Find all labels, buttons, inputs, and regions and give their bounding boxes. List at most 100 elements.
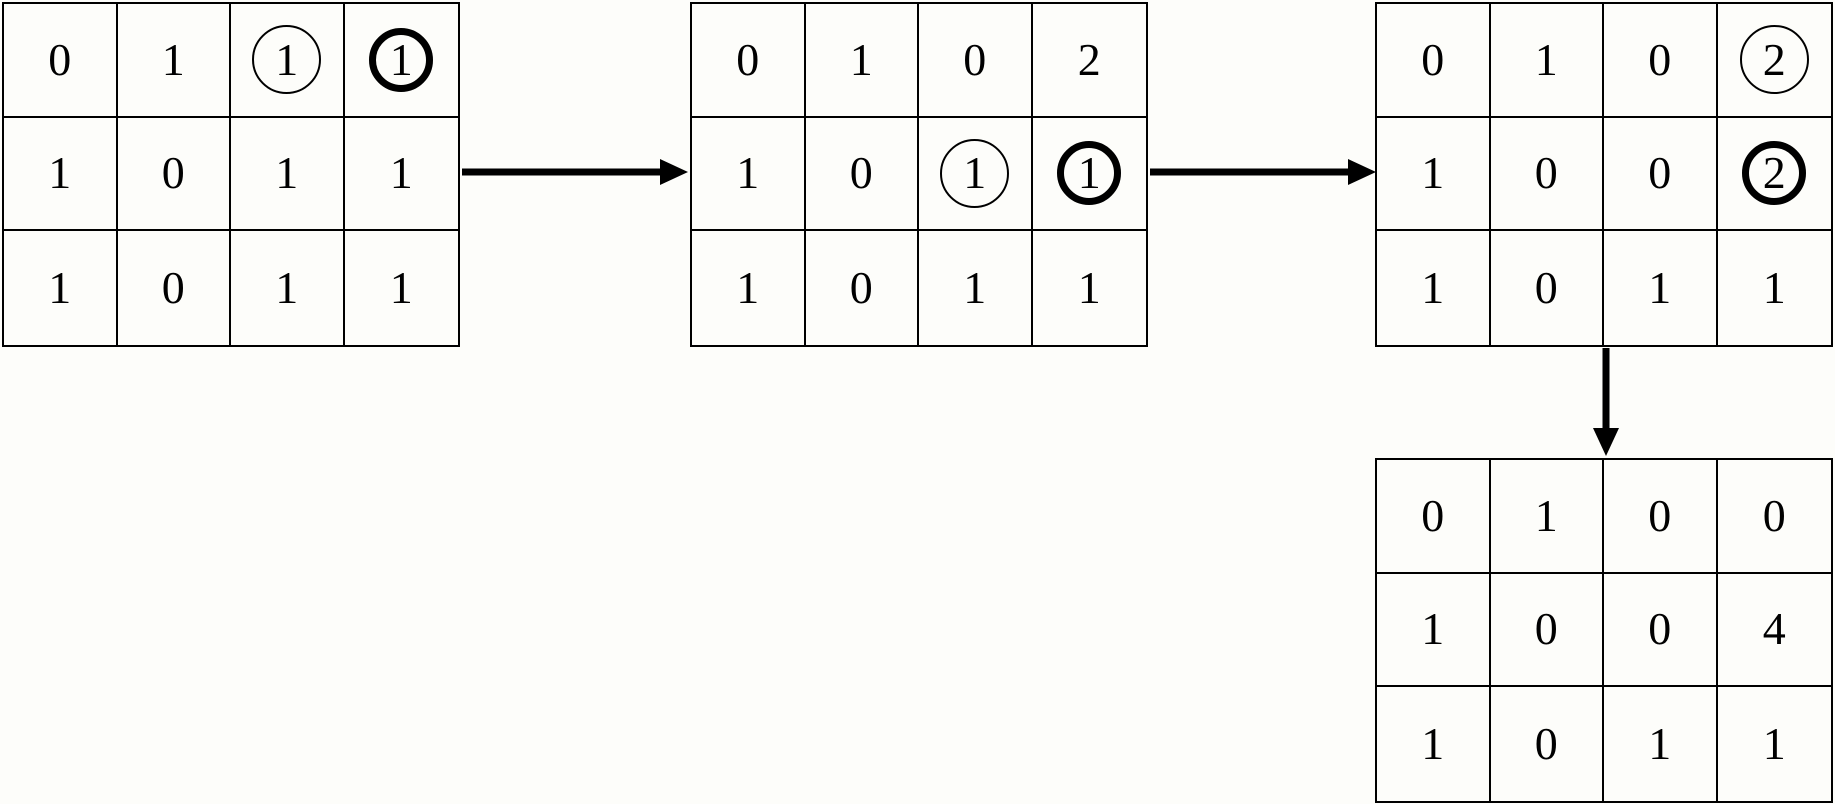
matrix-cell-r2c1: 1 xyxy=(692,117,806,232)
matrix-cell-value: 0 xyxy=(1534,262,1558,314)
matrix-cell-value: 1 xyxy=(1534,33,1558,85)
matrix-cell-value: 0 xyxy=(963,33,987,85)
matrix-cell-value: 1 xyxy=(275,33,299,85)
matrix-cell-value: 1 xyxy=(48,262,72,314)
matrix-cell-r3c2: 0 xyxy=(118,231,231,345)
matrix-cell-r2c4: 1 xyxy=(344,118,458,232)
matrix-cell-value: 1 xyxy=(161,33,185,85)
matrix-cell-value: 1 xyxy=(1421,147,1445,199)
matrix-cell-value: 0 xyxy=(1648,147,1672,199)
matrix-cell-r1c1: 0 xyxy=(692,4,806,118)
matrix-cell-value: 0 xyxy=(1648,33,1672,85)
matrix-cell-value: 0 xyxy=(1648,603,1672,655)
matrix-cell-value: 1 xyxy=(1077,262,1101,314)
matrix-cell-value: 1 xyxy=(275,262,299,314)
arrow-step3-to-step4-icon xyxy=(1593,348,1619,456)
matrix-cell-r2c3: 0 xyxy=(1604,573,1718,688)
matrix-cell-r1c1: 0 xyxy=(1377,460,1491,574)
matrix-cell-value: 0 xyxy=(1421,489,1445,541)
matrix-cell-value: 1 xyxy=(389,33,413,85)
matrix-cell-value: 1 xyxy=(389,147,413,199)
matrix-cell-value: 1 xyxy=(1648,718,1672,770)
matrix-cell-r3c3: 1 xyxy=(231,231,345,345)
matrix-cell-value: 1 xyxy=(1421,262,1445,314)
matrix-cell-r3c2: 0 xyxy=(806,231,919,345)
matrix-cell-r2c1: 1 xyxy=(4,117,118,232)
matrix-cell-r3c1: 1 xyxy=(1377,231,1491,345)
matrix-cell-r3c3: 1 xyxy=(1604,687,1718,801)
matrix-cell-r2c2: 0 xyxy=(1490,573,1604,688)
matrix-cell-value: 0 xyxy=(161,262,185,314)
matrix-cell-r1c2: 1 xyxy=(117,4,231,118)
matrix-cell-value: 0 xyxy=(736,33,760,85)
matrix-cell-r3c4: 1 xyxy=(1033,231,1147,345)
matrix-cell-value: 1 xyxy=(1534,489,1558,541)
matrix-cell-value: 1 xyxy=(389,262,413,314)
matrix-cell-r2c2: 0 xyxy=(1490,117,1604,232)
matrix-cell-value: 1 xyxy=(736,147,760,199)
matrix-cell-value: 1 xyxy=(849,33,873,85)
matrix-cell-r1c4: 1 xyxy=(344,4,458,118)
matrix-cell-r1c3: 1 xyxy=(231,4,345,118)
matrix-cell-r2c3: 1 xyxy=(231,117,345,232)
matrix-cell-value: 1 xyxy=(1762,262,1786,314)
thin-circle-annotation-icon: 1 xyxy=(252,25,322,95)
thin-circle-annotation-icon: 2 xyxy=(1739,25,1809,95)
matrix-cell-value: 0 xyxy=(849,147,873,199)
matrix-cell-value: 0 xyxy=(1762,489,1786,541)
arrow-step1-to-step2-icon xyxy=(462,159,688,185)
matrix-cell-r1c4: 2 xyxy=(1032,4,1146,118)
matrix-cell-r1c2: 1 xyxy=(1490,460,1604,574)
matrix-cell-r1c2: 1 xyxy=(1490,4,1604,118)
matrix-cell-value: 4 xyxy=(1762,603,1786,655)
matrix-cell-value: 1 xyxy=(736,262,760,314)
matrix-cell-value: 1 xyxy=(1421,603,1445,655)
thick-circle-annotation-icon: 2 xyxy=(1742,141,1807,206)
thin-circle-annotation-icon: 1 xyxy=(940,138,1010,208)
matrix-cell-r3c2: 0 xyxy=(1491,231,1604,345)
matrix-cell-r2c3: 0 xyxy=(1604,117,1718,232)
matrix-cell-value: 2 xyxy=(1762,147,1786,199)
matrix-cell-r1c3: 0 xyxy=(1604,460,1718,574)
matrix-cell-r2c4: 4 xyxy=(1717,574,1831,688)
matrix-cell-value: 2 xyxy=(1762,33,1786,85)
thick-circle-annotation-icon: 1 xyxy=(369,27,434,92)
matrix-cell-r1c3: 0 xyxy=(919,4,1033,118)
thick-circle-annotation-icon: 1 xyxy=(1057,141,1122,206)
matrix-cell-value: 1 xyxy=(1648,262,1672,314)
matrix-cell-r1c1: 0 xyxy=(4,4,118,118)
matrix-cell-r1c1: 0 xyxy=(1377,4,1491,118)
matrix-step-1: 0 1 1 1 1 0 1 1 1 0 1 1 xyxy=(2,2,460,347)
matrix-cell-r2c1: 1 xyxy=(1377,573,1491,688)
matrix-cell-r1c4: 0 xyxy=(1717,460,1831,574)
matrix-cell-value: 0 xyxy=(1534,147,1558,199)
matrix-step-3: 0 1 0 2 1 0 0 2 1 0 1 1 xyxy=(1375,2,1833,347)
matrix-cell-r3c1: 1 xyxy=(1377,687,1491,801)
matrix-cell-r2c4: 2 xyxy=(1717,118,1831,232)
matrix-cell-r2c2: 0 xyxy=(117,117,231,232)
matrix-cell-value: 0 xyxy=(1534,718,1558,770)
matrix-cell-value: 1 xyxy=(1762,718,1786,770)
matrix-cell-value: 0 xyxy=(48,33,72,85)
matrix-cell-r3c2: 0 xyxy=(1491,687,1604,801)
matrix-cell-value: 1 xyxy=(1077,147,1101,199)
matrix-cell-value: 0 xyxy=(1421,33,1445,85)
matrix-cell-value: 0 xyxy=(849,262,873,314)
matrix-cell-value: 0 xyxy=(1648,489,1672,541)
matrix-cell-r3c4: 1 xyxy=(1718,231,1832,345)
matrix-cell-r3c4: 1 xyxy=(345,231,459,345)
matrix-cell-r3c4: 1 xyxy=(1718,687,1832,801)
matrix-cell-r1c4: 2 xyxy=(1717,4,1831,118)
matrix-cell-value: 1 xyxy=(48,147,72,199)
matrix-cell-r3c3: 1 xyxy=(919,231,1033,345)
matrix-cell-r3c3: 1 xyxy=(1604,231,1718,345)
matrix-cell-value: 1 xyxy=(275,147,299,199)
matrix-cell-value: 1 xyxy=(963,262,987,314)
arrow-step2-to-step3-icon xyxy=(1150,159,1376,185)
matrix-cell-value: 1 xyxy=(1421,718,1445,770)
matrix-cell-r2c3: 1 xyxy=(919,117,1033,232)
matrix-cell-r2c2: 0 xyxy=(805,117,919,232)
matrix-cell-value: 0 xyxy=(161,147,185,199)
